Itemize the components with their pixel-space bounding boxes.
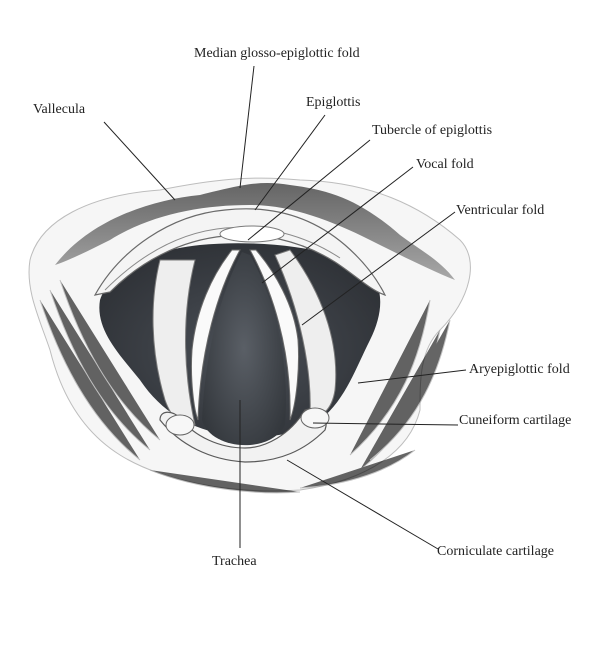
- right-cuneiform: [300, 407, 330, 429]
- leader-cuneiform: [312, 422, 459, 426]
- leader-epiglottis: [254, 114, 326, 211]
- leader-ventricular-fold: [301, 211, 456, 326]
- upper-rim: [55, 183, 455, 280]
- tubercle-shape: [219, 225, 285, 243]
- label-corniculate-cartilage: Corniculate cartilage: [437, 544, 554, 559]
- label-aryepiglottic-fold: Aryepiglottic fold: [469, 362, 570, 377]
- label-cuneiform-cartilage: Cuneiform cartilage: [459, 413, 572, 428]
- leader-corniculate: [286, 459, 439, 550]
- leader-vocal-fold: [261, 166, 414, 284]
- tissue-hatching: [39, 279, 451, 494]
- label-ventricular-fold: Ventricular fold: [456, 203, 545, 218]
- left-cuneiform: [165, 414, 195, 436]
- label-vocal-fold: Vocal fold: [416, 157, 474, 172]
- leader-tubercle: [247, 139, 371, 241]
- leader-lines: [103, 65, 467, 550]
- label-tubercle-of-epiglottis: Tubercle of epiglottis: [372, 123, 493, 138]
- glottis-opening: [202, 252, 286, 446]
- leader-vallecula: [103, 121, 176, 201]
- leader-median-glosso: [239, 65, 255, 189]
- leader-aryepiglottic: [357, 369, 467, 384]
- label-trachea: Trachea: [212, 554, 257, 569]
- right-vocal-fold: [249, 249, 300, 421]
- label-vallecula: Vallecula: [33, 102, 86, 117]
- epiglottis-edge: [104, 227, 341, 291]
- epiglottis-shape: [93, 208, 387, 297]
- left-vocal-fold: [190, 249, 241, 421]
- label-epiglottis: Epiglottis: [306, 95, 361, 110]
- label-median-glosso-epiglottic-fold: Median glosso-epiglottic fold: [194, 46, 360, 61]
